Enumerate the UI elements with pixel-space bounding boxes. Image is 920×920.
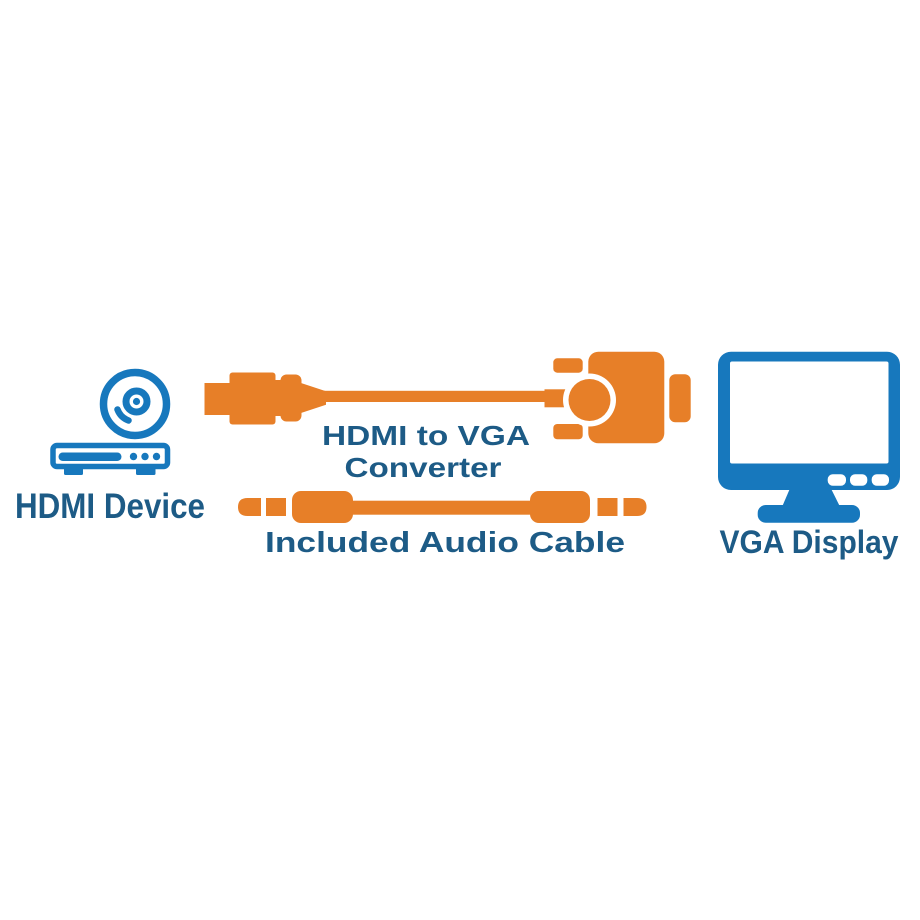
monitor-stand xyxy=(781,490,842,510)
hdmi-device-label: HDMI Device xyxy=(15,487,205,526)
player-dot xyxy=(129,452,138,461)
converter-body xyxy=(588,351,665,444)
hdmi-device-icon xyxy=(50,368,171,475)
converter-vga-end xyxy=(669,374,691,423)
converter-screw-bottom xyxy=(553,424,583,440)
player-dot xyxy=(152,452,161,461)
hdmi-plug-body xyxy=(229,372,276,425)
vga-display-label: VGA Display xyxy=(720,524,899,560)
hdmi-plug-taper xyxy=(301,383,326,413)
monitor-button xyxy=(871,474,889,486)
player-foot xyxy=(64,468,83,475)
disc-center-dot xyxy=(132,397,141,406)
converter-icon xyxy=(544,351,691,444)
player-foot xyxy=(136,468,156,475)
audio-plug-barrel-right xyxy=(530,491,590,523)
disc-arc xyxy=(114,406,132,424)
hdmi-plug-tip xyxy=(204,383,231,415)
monitor-base xyxy=(757,505,860,523)
audio-plug-ring-right xyxy=(597,498,618,516)
hdmi-cord xyxy=(322,390,554,402)
disc-icon xyxy=(99,368,171,440)
converter-cord-end xyxy=(544,389,567,408)
player-slot xyxy=(58,452,122,461)
audio-plug-tip-right xyxy=(623,498,647,516)
audio-cable-icon xyxy=(238,491,647,523)
audio-plug-ring-left xyxy=(266,498,286,516)
monitor-button xyxy=(827,474,846,486)
hdmi-cable-icon xyxy=(204,372,554,425)
converter-knob xyxy=(568,379,611,421)
audio-cable-label: Included Audio Cable xyxy=(265,527,625,559)
player-dot xyxy=(141,452,149,461)
audio-plug-barrel-left xyxy=(292,491,353,523)
hdmi-plug-grip xyxy=(280,374,302,422)
monitor-button xyxy=(850,474,868,486)
monitor-screen xyxy=(730,361,889,464)
audio-plug-tip-left xyxy=(238,498,261,516)
converter-label-line1: HDMI to VGA xyxy=(322,420,530,451)
converter-label-line2: Converter xyxy=(345,452,502,483)
hdmi-plug-neck xyxy=(275,380,283,416)
audio-cord xyxy=(345,500,537,515)
monitor-icon xyxy=(718,351,900,523)
converter-screw-top xyxy=(553,358,583,373)
